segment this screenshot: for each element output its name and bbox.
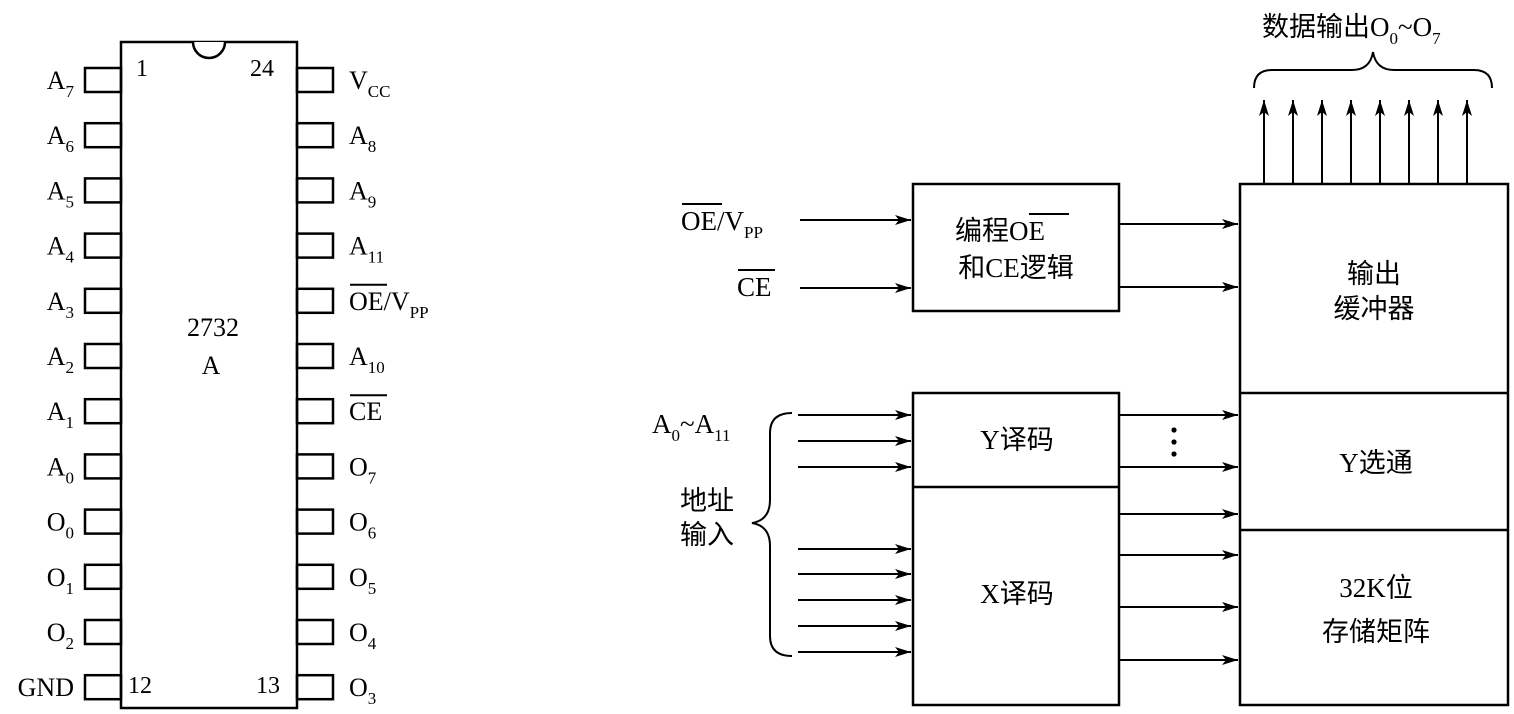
left-pin-8 [83,453,123,480]
left-pin-4 [83,232,123,259]
address-input-label-line2: 输入 [680,520,734,550]
chip-suffix-label: A [202,351,221,380]
right-pin-16 [295,508,335,535]
right-pin-label: O4 [349,618,377,653]
right-pin-15 [295,563,335,591]
left-pin-label: A2 [47,342,74,377]
data-output-label: 数据输出O0~O7 [1262,12,1441,48]
chip-pinout: 2732 A 1 24 12 13 A7A6A5A4A3A2A1A0O0O1O2… [18,40,429,710]
left-pin-10 [83,563,123,591]
left-pin-label: A5 [47,176,74,211]
left-pin-12 [83,673,123,701]
address-input-arrows [798,410,911,657]
right-pin-label: A10 [349,342,385,377]
ellipsis-dots [1171,427,1177,457]
x-decoder-label: X译码 [980,579,1054,609]
buffer-label-line2: 缓冲器 [1334,294,1415,324]
pin-number-12: 12 [128,673,152,699]
right-pin-label: O6 [349,508,376,543]
left-pin-3 [83,177,123,204]
right-pin-18 [295,397,335,425]
right-pin-label: O3 [349,673,376,708]
ce-input-label: CE [737,272,772,302]
matrix-label-line2: 存储矩阵 [1322,617,1430,647]
left-pin-6 [83,342,123,370]
right-pin-21 [295,232,335,259]
left-pin-2 [83,121,123,149]
right-pin-label: O5 [349,563,376,598]
right-pin-23 [295,121,335,149]
oe-vpp-input-label: OE/VPP [681,206,763,242]
right-pin-label: A9 [349,176,376,211]
left-pin-label: A0 [47,452,74,487]
right-pin-label: VCC [349,66,390,101]
left-pin-1 [83,66,123,94]
left-pin-label: A7 [47,66,75,101]
decoder-block [911,391,1121,707]
right-pin-13 [295,673,335,701]
right-pin-label: OE/VPP [349,287,429,322]
block-diagram [751,51,1510,707]
address-range-label: A0~A11 [652,409,730,445]
left-pin-7 [83,397,123,425]
matrix-label-line1: 32K位 [1339,573,1413,603]
right-pin-22 [295,177,335,204]
pin-number-13: 13 [256,673,280,699]
right-pin-label: CE [349,397,382,426]
right-pin-17 [295,453,335,480]
left-pin-label: O0 [47,508,74,543]
right-pin-14 [295,618,335,646]
left-pin-label: O2 [47,618,74,653]
y-decoder-label: Y译码 [980,425,1054,455]
right-pin-24 [295,66,335,94]
pin-number-24: 24 [250,56,274,82]
buffer-label-line1: 输出 [1347,259,1401,289]
output-stack-block [1238,182,1510,707]
decoder-output-arrows [1119,410,1238,665]
pin-number-1: 1 [136,56,148,82]
logic-label-line1: 编程OE [955,216,1045,246]
left-pin-label: O1 [47,563,74,598]
left-pin-5 [83,287,123,315]
chip-part-label: 2732 [187,313,239,342]
y-gate-label: Y选通 [1339,448,1413,478]
left-pin-label: A4 [47,232,75,267]
left-pin-label: A1 [47,397,74,432]
left-pin-9 [83,508,123,535]
right-pin-label: A8 [349,121,376,156]
logic-label-line2: 和CE逻辑 [958,253,1074,283]
right-pin-label: O7 [349,452,377,487]
data-output-brace [1253,51,1493,89]
control-logic-block [911,182,1121,313]
left-pin-label: A3 [47,287,74,322]
data-output-arrows [1259,100,1472,184]
right-pin-label: A11 [349,232,384,267]
left-pin-11 [83,618,123,646]
left-pin-label: A6 [47,121,74,156]
left-pin-label: GND [18,673,74,702]
address-input-label-line1: 地址 [680,486,734,516]
right-pin-20 [295,287,335,315]
right-pin-19 [295,342,335,370]
chip-notch [191,41,227,60]
address-input-brace [751,412,793,657]
